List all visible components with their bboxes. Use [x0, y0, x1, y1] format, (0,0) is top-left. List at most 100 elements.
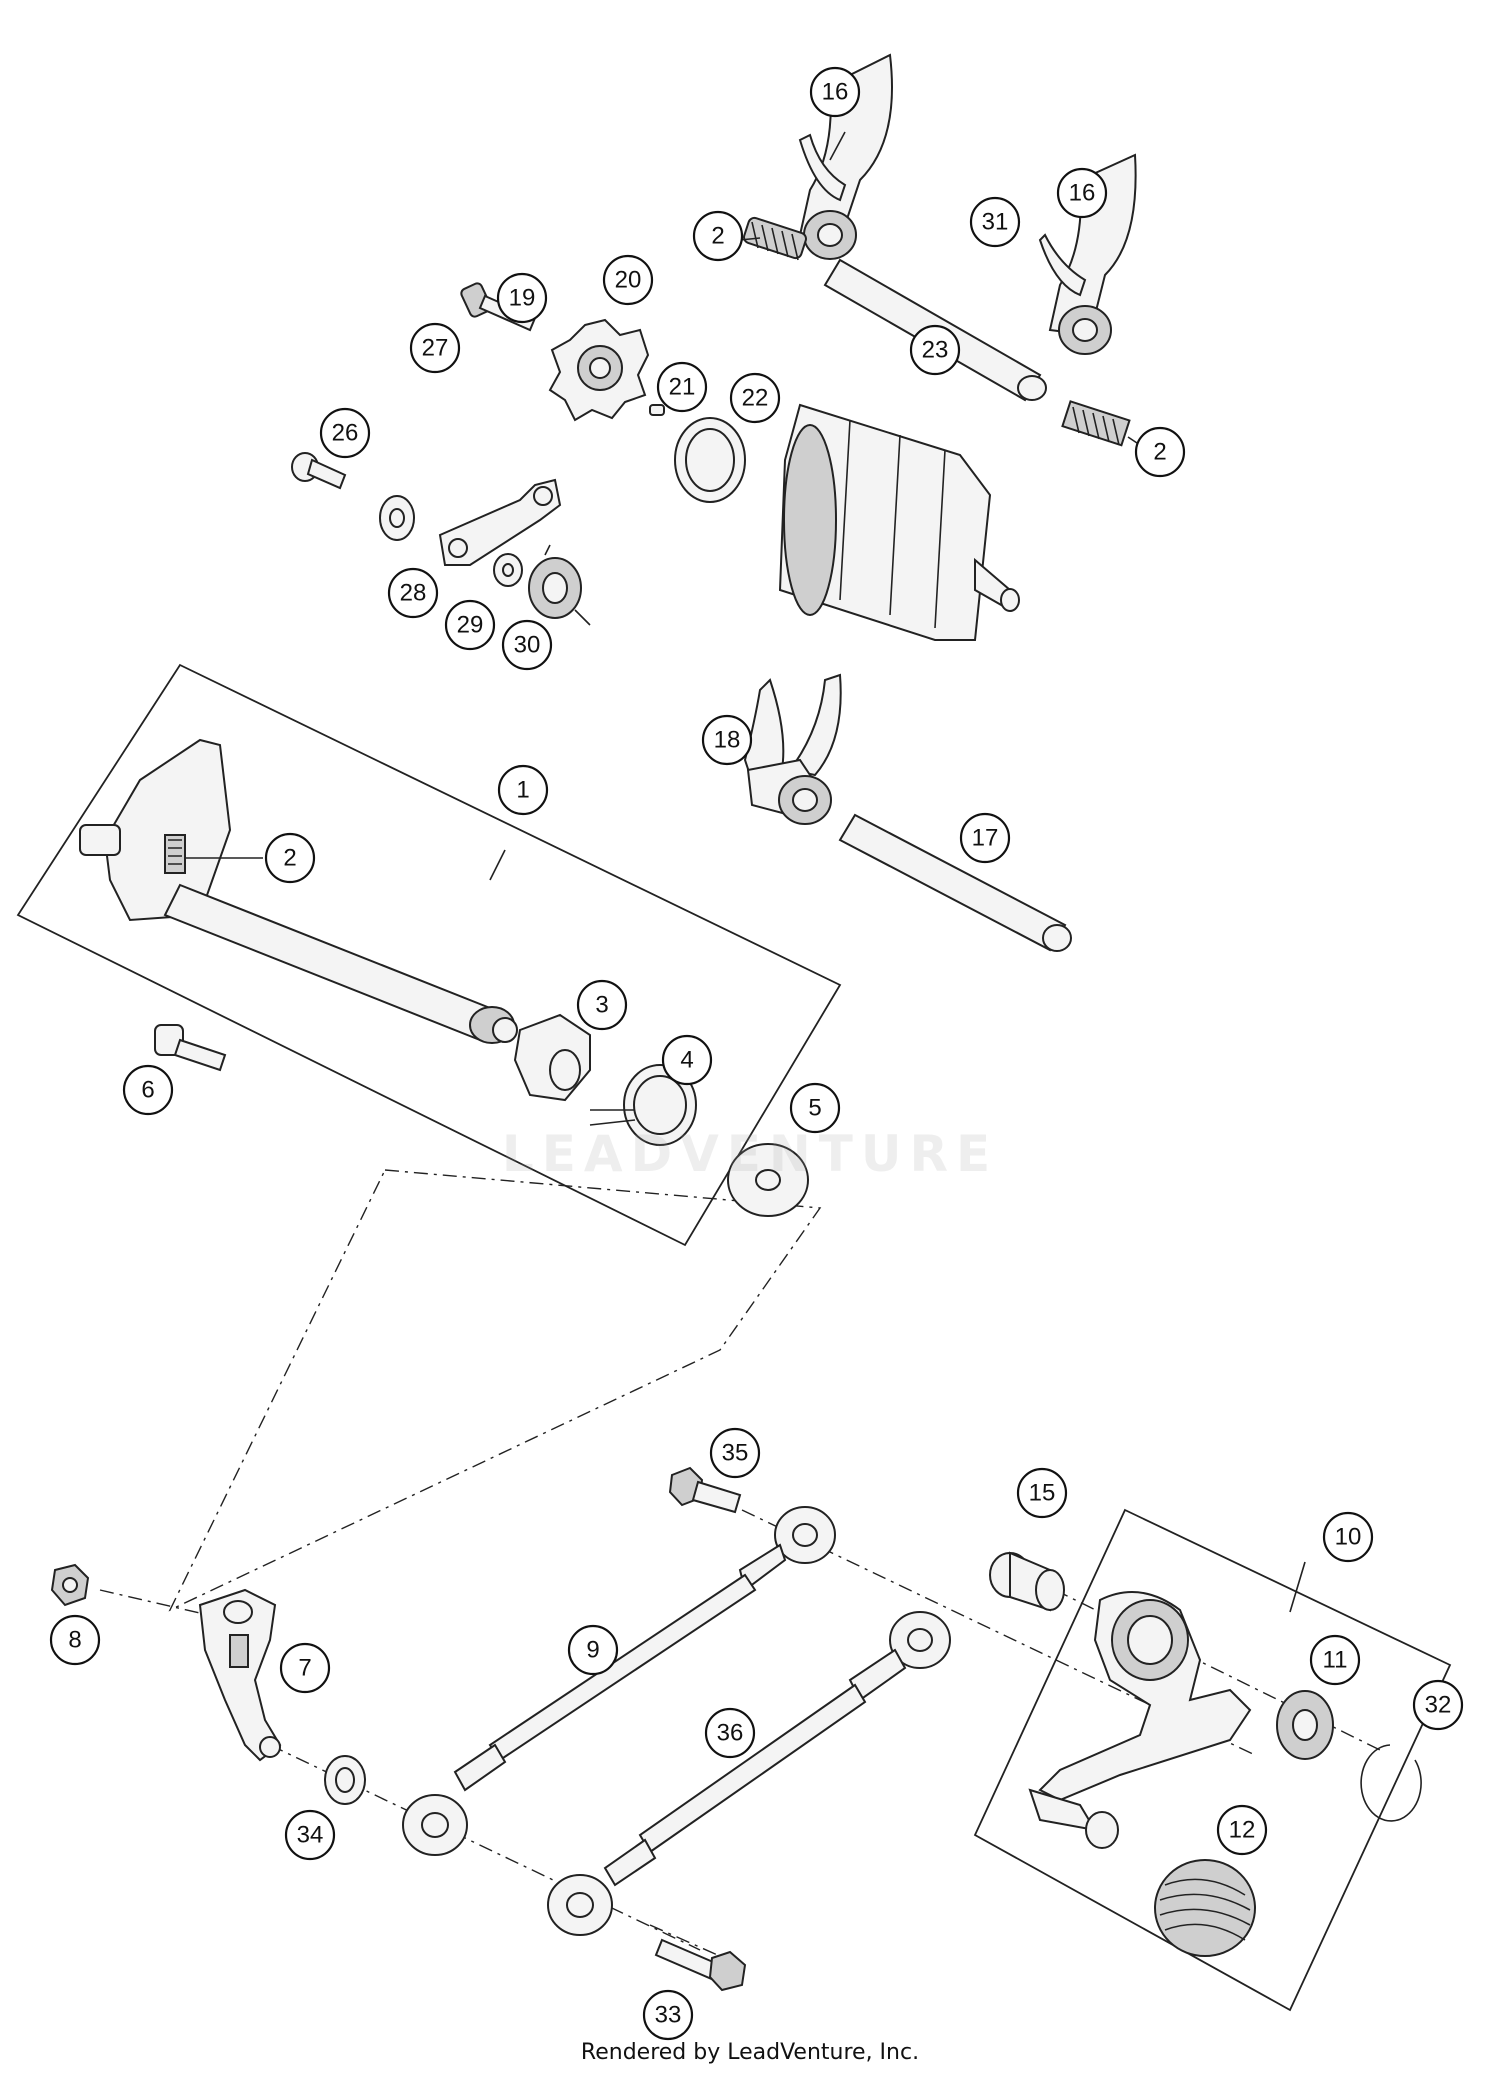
leader-16-upper: [829, 131, 846, 161]
shift-star-20: [548, 318, 650, 422]
callout-16-lower: 16: [1056, 167, 1108, 219]
bolt-35: [668, 1466, 742, 1514]
callout-18: 18: [701, 714, 753, 766]
washer-29: [493, 553, 523, 587]
axis-line-33: [649, 1924, 741, 1966]
callout-5: 5: [789, 1082, 841, 1134]
callout-23: 23: [909, 324, 961, 376]
return-spring-4: [589, 1064, 697, 1146]
svg-text:31: 31: [982, 209, 1009, 236]
leader-2-upper: [739, 237, 761, 241]
svg-text:16: 16: [822, 79, 849, 106]
callout-10: 10: [1322, 1511, 1374, 1563]
callout-35: 35: [709, 1427, 761, 1479]
svg-text:27: 27: [422, 335, 449, 362]
callout-2-inner: 2: [264, 832, 316, 884]
callout-33: 33: [642, 1989, 694, 2041]
bushing-34: [324, 1755, 366, 1805]
svg-text:30: 30: [514, 632, 541, 659]
callout-22: 22: [729, 372, 781, 424]
spring-2-right: [1061, 400, 1131, 447]
callout-3: 3: [576, 979, 628, 1031]
callout-2-right: 2: [1134, 426, 1186, 478]
svg-text:20: 20: [615, 267, 642, 294]
footer-credit: Rendered by LeadVenture, Inc.: [580, 2040, 920, 2065]
svg-text:9: 9: [586, 1637, 599, 1664]
callout-6: 6: [122, 1064, 174, 1116]
svg-text:12: 12: [1229, 1817, 1256, 1844]
svg-text:17: 17: [972, 825, 999, 852]
callout-2-upper: 2: [692, 210, 744, 262]
bolt-26: [291, 452, 347, 490]
leader-10: [1289, 1561, 1306, 1613]
callout-8: 8: [49, 1614, 101, 1666]
callout-15: 15: [1016, 1467, 1068, 1519]
callout-30: 30: [501, 619, 553, 671]
callout-19: 19: [496, 272, 548, 324]
svg-text:2: 2: [711, 223, 724, 250]
callout-32: 32: [1412, 1679, 1464, 1731]
svg-text:28: 28: [400, 580, 427, 607]
assembly-box-1: [16, 663, 842, 1247]
callout-34: 34: [284, 1809, 336, 1861]
svg-text:2: 2: [1153, 439, 1166, 466]
svg-text:34: 34: [297, 1822, 324, 1849]
svg-text:29: 29: [457, 612, 484, 639]
shift-linkage-9: [402, 1506, 836, 1856]
spring-2-upper: [743, 216, 807, 261]
shift-drum-23: [778, 403, 1020, 641]
assembly-box-10: [973, 1508, 1452, 2012]
svg-text:6: 6: [141, 1077, 154, 1104]
svg-text:16: 16: [1069, 180, 1096, 207]
locking-lever-28: [438, 478, 562, 566]
callout-28: 28: [387, 567, 439, 619]
callout-11: 11: [1309, 1634, 1361, 1686]
shift-linkage-36: [547, 1611, 951, 1936]
callout-9: 9: [567, 1624, 619, 1676]
svg-text:10: 10: [1335, 1524, 1362, 1551]
bolt-33: [654, 1938, 747, 1992]
callout-16-upper: 16: [809, 66, 861, 118]
callout-26: 26: [319, 407, 371, 459]
nut-8: [50, 1563, 90, 1607]
svg-text:35: 35: [722, 1440, 749, 1467]
pin-21: [649, 404, 665, 416]
svg-text:36: 36: [717, 1720, 744, 1747]
spring-12: [1154, 1859, 1256, 1957]
svg-text:3: 3: [595, 992, 608, 1019]
svg-text:21: 21: [669, 374, 696, 401]
svg-text:18: 18: [714, 727, 741, 754]
svg-text:23: 23: [922, 337, 949, 364]
callout-17: 17: [959, 812, 1011, 864]
callout-36: 36: [704, 1707, 756, 1759]
torsion-spring-30: [528, 544, 591, 626]
guide-3: [513, 1013, 591, 1102]
callout-1: 1: [497, 764, 549, 816]
callout-7: 7: [279, 1642, 331, 1694]
axis-line-8: [99, 1589, 231, 1621]
callout-27: 27: [409, 322, 461, 374]
shift-fork-18: [743, 673, 842, 825]
callout-21: 21: [656, 361, 708, 413]
bushing-15: [989, 1551, 1065, 1612]
callout-29: 29: [444, 599, 496, 651]
callout-31: 31: [969, 196, 1021, 248]
bearing-11: [1276, 1690, 1334, 1760]
svg-text:1: 1: [516, 777, 529, 804]
stud-6: [154, 1024, 227, 1072]
washer-5: [727, 1143, 809, 1217]
callout-12: 12: [1216, 1804, 1268, 1856]
shift-fork-16-lower: [1038, 153, 1137, 355]
assembly-link-dashed: [168, 1169, 822, 1612]
circlip-32: [1360, 1744, 1422, 1822]
callout-4: 4: [661, 1034, 713, 1086]
svg-text:15: 15: [1029, 1480, 1056, 1507]
svg-text:22: 22: [742, 385, 769, 412]
svg-text:11: 11: [1323, 1647, 1348, 1674]
svg-text:7: 7: [298, 1655, 311, 1682]
callout-20: 20: [602, 254, 654, 306]
svg-text:4: 4: [680, 1047, 693, 1074]
svg-text:5: 5: [808, 1095, 821, 1122]
shift-shaft-1: [79, 738, 518, 1044]
